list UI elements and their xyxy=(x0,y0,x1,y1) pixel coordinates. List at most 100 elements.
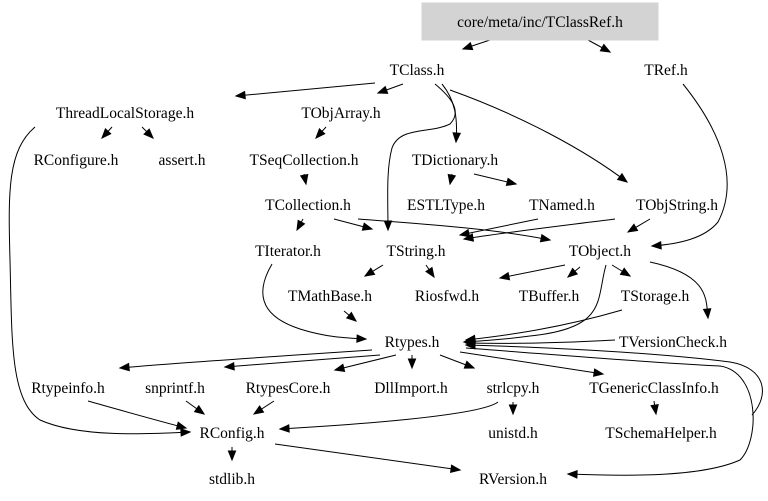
edge-rtypes-to-tgenericclassinfo xyxy=(459,351,604,375)
arrowhead-rtypescore-to-rconfig xyxy=(252,405,265,415)
node-tseqcollection[interactable]: TSeqCollection.h xyxy=(250,152,359,169)
arrowhead-tobject-to-tversioncheck xyxy=(702,308,712,320)
node-tcollection[interactable]: TCollection.h xyxy=(265,197,351,214)
arrowhead-threadlocal-to-rconfigure xyxy=(101,128,112,139)
node-rtypes[interactable]: Rtypes.h xyxy=(385,334,440,351)
arrowhead-snprintf-to-rconfig xyxy=(193,404,206,415)
arrowhead-rtypes-to-rtypescore xyxy=(333,363,346,372)
node-rversion[interactable]: RVersion.h xyxy=(479,471,547,488)
arrowhead-root-to-tclass xyxy=(461,41,474,51)
arrowhead-rtypes-to-tgenericclassinfo xyxy=(592,368,605,377)
arrowhead-tcollection-to-tobject xyxy=(539,233,552,243)
node-dllimport[interactable]: DllImport.h xyxy=(374,380,448,397)
edge-tstorage-to-rtypes xyxy=(465,309,623,341)
arrowhead-rtypes-to-rtypeinfo xyxy=(118,362,130,372)
node-rconfigure[interactable]: RConfigure.h xyxy=(34,152,119,169)
node-tstring[interactable]: TString.h xyxy=(387,243,446,260)
edge-tschemahelper-to-rtypes xyxy=(465,344,763,416)
arrowhead-strlcpy-to-unistd xyxy=(508,404,518,416)
arrowhead-tseqcoll-to-tcollection xyxy=(299,173,309,186)
arrowhead-tnamed-to-tstring xyxy=(458,228,471,238)
arrowhead-tschemahelper-to-rtypes xyxy=(464,340,476,350)
node-tmathbase[interactable]: TMathBase.h xyxy=(288,288,372,305)
arrowhead-tmathbase-to-rtypes xyxy=(345,311,358,322)
edge-tobject-to-riosfwd xyxy=(499,264,566,279)
node-tnamed[interactable]: TNamed.h xyxy=(529,197,595,214)
arrowhead-tref-to-tobject xyxy=(650,240,662,250)
arrowhead-tgenericclassinfo-to-tschemahelper xyxy=(650,403,659,416)
arrowhead-tobjarray-to-tseqcollection xyxy=(315,128,326,139)
arrowhead-tcollection-to-tstring xyxy=(361,222,374,231)
node-tdictionary[interactable]: TDictionary.h xyxy=(412,152,499,169)
edge-titerator-to-rtypes xyxy=(262,263,367,340)
edge-tcollection-to-tobject xyxy=(357,218,551,241)
node-root[interactable]: core/meta/inc/TClassRef.h xyxy=(457,14,623,31)
root-node-box xyxy=(421,2,659,41)
arrowhead-tobjstring-to-tobject xyxy=(626,223,639,233)
node-estltype[interactable]: ESTLType.h xyxy=(407,197,485,214)
node-assert[interactable]: assert.h xyxy=(159,152,206,169)
arrowhead-threadlocal-to-assert xyxy=(143,128,154,139)
node-threadlocalstorage[interactable]: ThreadLocalStorage.h xyxy=(56,105,194,122)
node-stdlib[interactable]: stdlib.h xyxy=(209,471,255,488)
node-tobjarray[interactable]: TObjArray.h xyxy=(301,105,380,122)
arrowhead-root-to-tref xyxy=(599,43,612,53)
edge-rconfig-to-rversion xyxy=(274,443,461,471)
edge-rtypes-to-rtypescore xyxy=(334,354,397,371)
arrowhead-tclass-to-tstring xyxy=(383,220,393,232)
node-rconfig[interactable]: RConfig.h xyxy=(199,425,264,442)
node-rtypeinfo[interactable]: Rtypeinfo.h xyxy=(31,380,105,397)
arrowhead-tcollection-to-titerator xyxy=(296,219,306,232)
arrowhead-tclass-to-tdictionary xyxy=(452,132,462,144)
node-strlcpy[interactable]: strlcpy.h xyxy=(487,380,540,397)
node-tversioncheck[interactable]: TVersionCheck.h xyxy=(619,334,727,351)
node-tobject[interactable]: TObject.h xyxy=(569,243,631,260)
arrowhead-rconfig-to-stdlib xyxy=(227,450,237,462)
arrowhead-rtypes-to-dllimport xyxy=(407,358,417,370)
node-tschemahelper[interactable]: TSchemaHelper.h xyxy=(605,425,717,442)
node-tgenericclassinfo[interactable]: TGenericClassInfo.h xyxy=(589,380,719,397)
node-rtypescore[interactable]: RtypesCore.h xyxy=(246,380,331,397)
edge-tref-to-tobject xyxy=(651,83,728,247)
node-tobjstring[interactable]: TObjString.h xyxy=(636,197,718,214)
edge-tobjstring-to-tstring xyxy=(463,218,616,240)
arrowhead-tstring-to-riosfwd xyxy=(425,266,435,279)
edge-strlcpy-to-rconfig xyxy=(279,401,499,430)
edge-rtypeinfo-to-rconfig xyxy=(87,400,187,429)
arrowhead-titerator-to-rtypes xyxy=(356,334,368,343)
node-tref[interactable]: TRef.h xyxy=(644,62,688,79)
arrowhead-tstring-to-tmathbase xyxy=(363,267,376,277)
arrowhead-tclass-to-tobjarray xyxy=(376,85,389,94)
node-snprintf[interactable]: snprintf.h xyxy=(145,380,205,397)
arrowhead-tdictionary-to-estltype xyxy=(447,173,457,186)
edge-rtypes-to-rversion xyxy=(465,347,754,476)
node-tclass[interactable]: TClass.h xyxy=(390,62,445,79)
edge-threadlocal-to-rconfig xyxy=(8,126,191,435)
arrowhead-tclass-to-threadlocal xyxy=(234,90,246,100)
edge-tversioncheck-to-rtypes xyxy=(465,339,616,344)
arrowhead-rtypes-to-rversion xyxy=(566,470,578,479)
nodes-layer: core/meta/inc/TClassRef.h TClass.h TRef.… xyxy=(31,2,727,488)
arrowhead-rtypes-to-strlcpy xyxy=(463,360,476,369)
node-tbuffer[interactable]: TBuffer.h xyxy=(519,288,580,305)
arrowhead-tobject-to-riosfwd xyxy=(498,271,511,281)
edge-rtypes-to-snprintf xyxy=(224,354,381,368)
arrowhead-tobjstring-to-tstring xyxy=(462,233,475,242)
arrowhead-rtypeinfo-to-rconfig xyxy=(175,421,188,430)
node-unistd[interactable]: unistd.h xyxy=(488,425,538,442)
arrowhead-tobject-to-tstorage xyxy=(619,267,632,277)
edge-rtypes-to-rtypeinfo xyxy=(119,349,373,369)
arrowhead-rconfig-to-rversion xyxy=(449,464,462,473)
arrowhead-rtypes-to-snprintf xyxy=(223,361,235,371)
edge-tclass-to-tobjstring xyxy=(449,89,628,183)
arrowhead-strlcpy-to-rconfig xyxy=(278,424,290,433)
node-tstorage[interactable]: TStorage.h xyxy=(621,288,690,305)
node-titerator[interactable]: TIterator.h xyxy=(255,243,321,260)
node-riosfwd[interactable]: Riosfwd.h xyxy=(415,288,479,305)
arrowhead-threadlocal-to-rconfig xyxy=(180,428,192,437)
arrowhead-tclass-to-tobjstring xyxy=(616,172,629,183)
edge-tnamed-to-tstring xyxy=(459,218,539,236)
edge-tobject-to-rtypes xyxy=(463,264,607,343)
arrowhead-tdictionary-to-tnamed xyxy=(505,177,518,187)
